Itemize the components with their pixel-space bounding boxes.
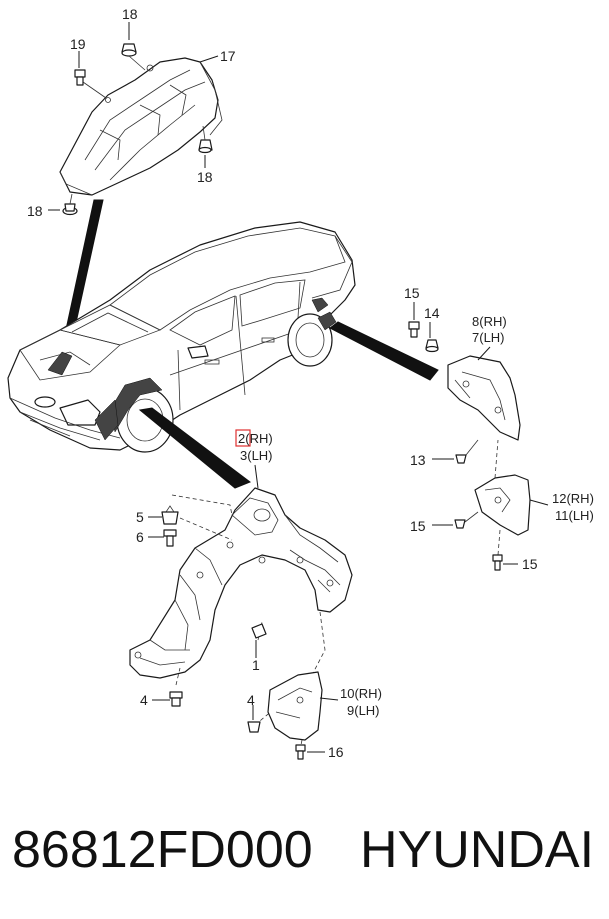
callout-3-side: (LH)	[247, 448, 272, 463]
callout-14: 14	[424, 305, 440, 321]
callout-8-side: (RH)	[479, 314, 506, 329]
footer: 86812FD000 HYUNDAI	[0, 810, 609, 890]
callout-8: 8(RH)	[472, 314, 507, 329]
clip-1	[251, 623, 267, 639]
callout-7: 7(LH)	[472, 330, 505, 345]
callout-3: 3(LH)	[240, 448, 273, 463]
screw-13	[455, 439, 479, 464]
bolt-14	[425, 339, 439, 353]
callout-11-side: (LH)	[569, 508, 594, 523]
callout-12-side: (RH)	[566, 491, 593, 506]
callout-13: 13	[410, 452, 426, 468]
callout-2: 2(RH)	[238, 431, 273, 446]
front-wheel-guard-liner-2-3	[129, 487, 353, 726]
callout-4-left: 4	[140, 692, 148, 708]
car-body	[7, 221, 356, 453]
callout-9: 9(LH)	[347, 703, 380, 718]
callout-18-left: 18	[27, 203, 43, 219]
callout-7-num: 7	[472, 330, 479, 345]
callout-10: 10(RH)	[340, 686, 382, 701]
highlight-box	[235, 429, 251, 447]
bolt-19	[74, 69, 107, 99]
callout-15-bottom: 15	[522, 556, 538, 572]
callout-17: 17	[220, 48, 236, 64]
callout-9-num: 9	[347, 703, 354, 718]
callout-12: 12(RH)	[552, 491, 594, 506]
nut-18-left	[62, 193, 78, 216]
callout-4-right: 4	[247, 692, 255, 708]
callout-11-num: 11	[555, 508, 569, 523]
clip-5	[161, 505, 179, 525]
callout-12-num: 12	[552, 491, 566, 506]
callout-18-top: 18	[122, 6, 138, 22]
screw-16	[295, 744, 306, 760]
callout-19: 19	[70, 36, 86, 52]
screw-15-mid	[454, 511, 479, 529]
callout-11: 11(LH)	[555, 508, 594, 523]
screw-6	[163, 529, 177, 547]
mud-flap-9-10	[267, 671, 323, 751]
callout-2-side: (RH)	[245, 431, 272, 446]
screw-4-right	[247, 721, 261, 733]
callout-6: 6	[136, 529, 144, 545]
callout-5: 5	[136, 509, 144, 525]
nut-18-top	[121, 43, 146, 71]
callout-16: 16	[328, 744, 344, 760]
brand-name: HYUNDAI	[360, 821, 595, 879]
callout-2-num: 2	[238, 431, 245, 446]
callout-15-top: 15	[404, 285, 420, 301]
callout-7-side: (LH)	[479, 330, 504, 345]
part-number: 86812FD000	[12, 821, 313, 879]
callout-18-right: 18	[197, 169, 213, 185]
callout-1: 1	[252, 657, 260, 673]
screw-4-left	[169, 691, 183, 707]
callout-10-side: (RH)	[354, 686, 381, 701]
nut-18-right	[198, 125, 213, 154]
bolt-15-top	[408, 321, 420, 338]
under-cover-part-17	[59, 57, 223, 196]
callout-3-num: 3	[240, 448, 247, 463]
rear-mudguard-lower-11-12	[474, 439, 531, 556]
callout-10-num: 10	[340, 686, 354, 701]
callout-9-side: (LH)	[354, 703, 379, 718]
rear-mudguard-upper-7-8	[447, 355, 521, 441]
callout-15-mid: 15	[410, 518, 426, 534]
screw-15-bottom	[492, 554, 503, 571]
callout-8-num: 8	[472, 314, 479, 329]
